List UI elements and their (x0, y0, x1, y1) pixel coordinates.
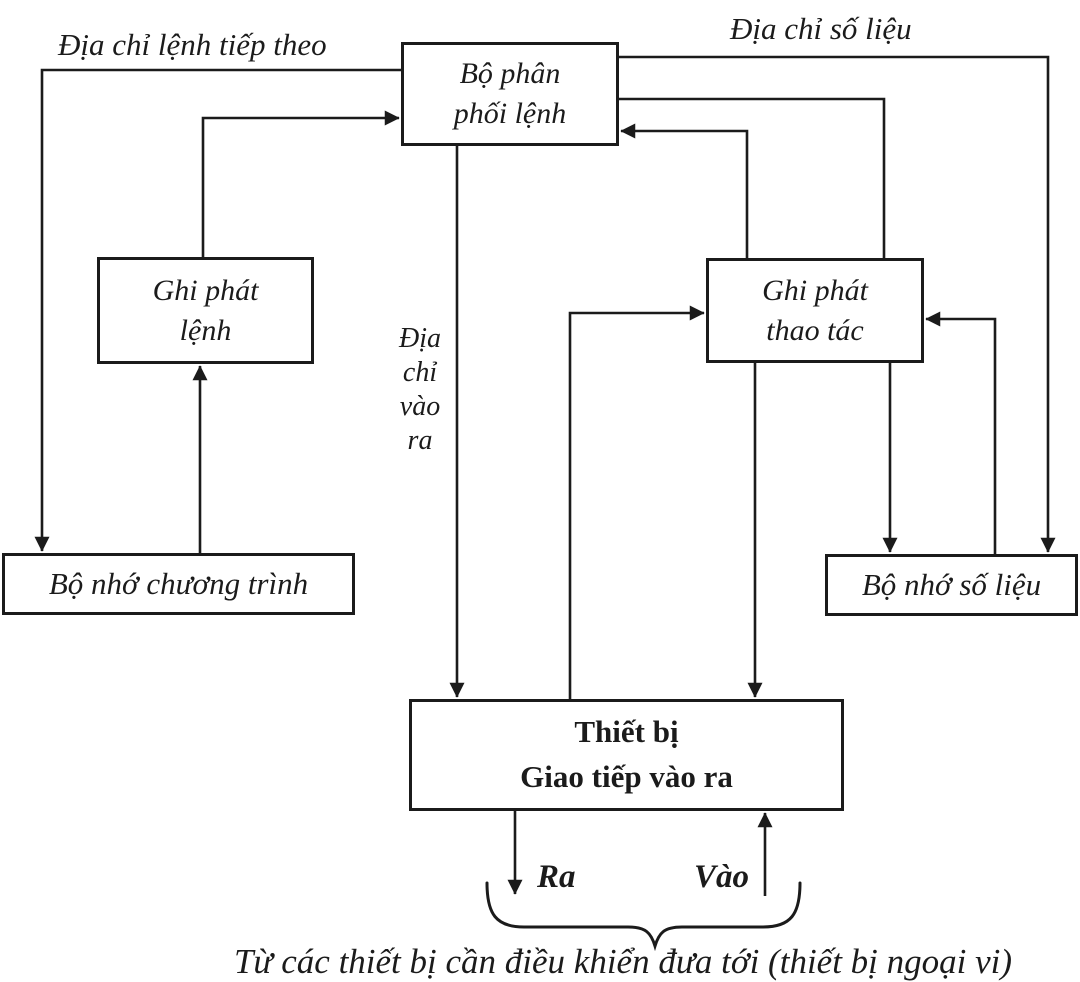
next-instruction-address-label: Địa chỉ lệnh tiếp theo (58, 27, 327, 62)
operation-register-box: Ghi phát thao tác (706, 258, 924, 363)
program-memory-label: Bộ nhớ chương trình (48, 565, 309, 601)
io-address-label: Địa chỉ vào ra (399, 323, 441, 457)
wire-cmd-register-to-dispatcher (201, 110, 400, 258)
peripheral-devices-caption: Từ các thiết bị cần điều khiển đưa tới (… (233, 942, 1013, 981)
wire-io-device-to-op-register (568, 305, 705, 700)
instruction-dispatcher-box: Bộ phân phối lệnh (401, 42, 619, 146)
in-label: Vào (694, 859, 750, 895)
wire-data-memory-to-op-register (925, 311, 997, 555)
wire-dispatcher-to-data-memory (618, 55, 1056, 553)
data-memory-box: Bộ nhớ số liệu (825, 554, 1078, 616)
io-interface-box: Thiết bị Giao tiếp vào ra (409, 699, 844, 811)
data-address-label: Địa chỉ số liệu (730, 11, 912, 46)
program-memory-box: Bộ nhớ chương trình (2, 553, 355, 615)
data-memory-label: Bộ nhớ số liệu (861, 566, 1042, 602)
out-label: Ra (537, 859, 576, 895)
wire-dispatcher-to-op-register (618, 97, 886, 260)
wire-dispatcher-to-program-memory (34, 68, 402, 552)
operation-register-label: Ghi phát thao tác (762, 273, 868, 347)
underbrace (485, 881, 802, 952)
wire-op-register-to-dispatcher (620, 123, 749, 259)
command-register-box: Ghi phát lệnh (97, 257, 314, 364)
io-interface-label: Thiết bị Giao tiếp vào ra (520, 714, 733, 794)
instruction-dispatcher-label: Bộ phân phối lệnh (453, 57, 567, 130)
command-register-label: Ghi phát lệnh (152, 273, 259, 347)
